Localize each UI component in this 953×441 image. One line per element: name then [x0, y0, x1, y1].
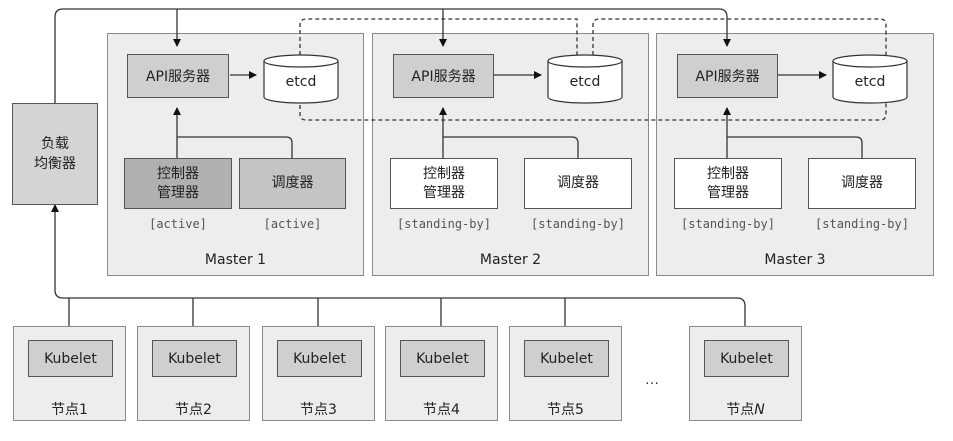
master-3-label: Master 3: [764, 252, 826, 268]
node-4-kubelet: Kubelet: [400, 340, 485, 377]
nodes-to-lb-bus: [51, 204, 746, 326]
scheduler-3-state: [standing-by]: [815, 217, 909, 231]
controller-manager-1: 控制器 管理器: [124, 158, 232, 209]
controller-manager-1-label: 控制器 管理器: [157, 165, 199, 201]
node-4-label: 节点4: [423, 402, 460, 418]
scheduler-3-label: 调度器: [841, 175, 883, 191]
master-1-label: Master 1: [204, 252, 267, 268]
node-3-panel: Kubelet 节点3: [262, 326, 375, 421]
node-2-kubelet: Kubelet: [152, 340, 237, 377]
controller-manager-2: 控制器 管理器: [390, 158, 498, 209]
etcd-2-label: etcd: [569, 74, 601, 90]
scheduler-1: 调度器: [239, 158, 346, 209]
etcd-cylinder-2: [547, 54, 623, 104]
load-balancer: 负载 均衡器: [12, 103, 98, 205]
node-5-panel: Kubelet 节点5: [509, 326, 622, 421]
nodes-ellipsis: …: [645, 372, 659, 388]
api-server-2: API服务器: [393, 54, 494, 98]
etcd-3-label: etcd: [854, 74, 886, 90]
m2-scheduler-link: [443, 136, 579, 158]
node-2-label: 节点2: [175, 402, 212, 418]
scheduler-2-label: 调度器: [557, 175, 599, 191]
scheduler-1-state: [active]: [263, 217, 322, 231]
controller-1-state: [active]: [149, 217, 207, 231]
etcd-replication-top-2: [592, 18, 887, 55]
node-n-kubelet: Kubelet: [704, 340, 789, 377]
node-n-label: 节点N: [690, 399, 801, 419]
node-1-label: 节点1: [51, 402, 88, 418]
api-server-1: API服务器: [127, 54, 229, 98]
node-5-label: 节点5: [547, 402, 584, 418]
m1-scheduler-link: [177, 136, 293, 158]
node-2-panel: Kubelet 节点2: [137, 326, 250, 421]
node-1-kubelet: Kubelet: [28, 340, 113, 377]
controller-2-state: [standing-by]: [397, 217, 491, 231]
node-3-label: 节点3: [300, 402, 337, 418]
m3-scheduler-link: [727, 136, 863, 158]
controller-manager-3-label: 控制器 管理器: [707, 165, 749, 201]
scheduler-2: 调度器: [524, 158, 632, 209]
controller-manager-2-label: 控制器 管理器: [423, 165, 465, 201]
node-3-kubelet: Kubelet: [277, 340, 362, 377]
etcd-cylinder-3: [832, 54, 908, 104]
node-1-panel: Kubelet 节点1: [13, 326, 126, 421]
node-5-kubelet: Kubelet: [524, 340, 609, 377]
controller-manager-3: 控制器 管理器: [674, 158, 782, 209]
lb-to-api-bus: [54, 8, 731, 103]
master-2-label: Master 2: [479, 252, 542, 268]
api-server-3: API服务器: [677, 54, 778, 98]
node-4-panel: Kubelet 节点4: [385, 326, 498, 421]
node-n-panel: Kubelet 节点N: [689, 326, 802, 421]
etcd-cylinder-1: [263, 54, 339, 104]
etcd-1-label: etcd: [285, 74, 317, 90]
etcd-replication-top: [299, 18, 578, 55]
scheduler-1-label: 调度器: [271, 175, 314, 191]
node-n-label-text: 节点: [726, 402, 755, 418]
controller-3-state: [standing-by]: [681, 217, 775, 231]
scheduler-2-state: [standing-by]: [531, 217, 625, 231]
scheduler-3: 调度器: [808, 158, 916, 209]
load-balancer-label: 负载 均衡器: [34, 136, 76, 172]
node-n-label-italic: N: [754, 402, 765, 418]
